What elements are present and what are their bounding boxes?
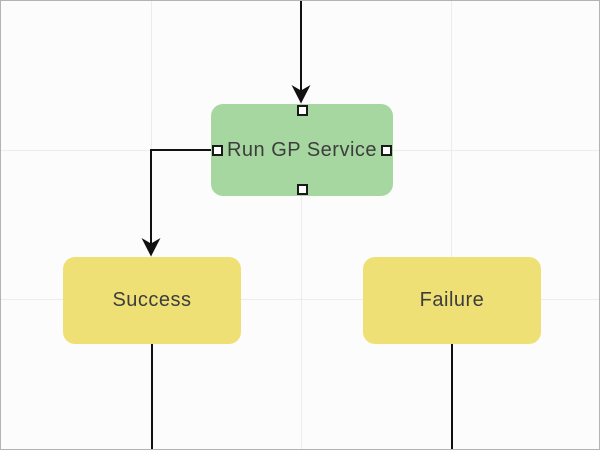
arrowhead-down-icon: [141, 238, 161, 257]
node-label: Success: [112, 289, 192, 311]
arrowhead-down-icon: [291, 85, 311, 104]
connection-port-top[interactable]: [296, 105, 308, 116]
node-success[interactable]: Success: [63, 257, 241, 344]
node-failure[interactable]: Failure: [363, 257, 541, 344]
connector-run-gp-service-to-success[interactable]: [141, 149, 212, 257]
node-label: Run GP Service: [226, 138, 378, 161]
node-label: Failure: [419, 289, 485, 311]
node-run-gp-service[interactable]: Run GP Service: [211, 104, 393, 196]
connector-into-run-gp-service[interactable]: [291, 1, 311, 104]
connection-port-left[interactable]: [212, 144, 223, 156]
connection-port-bottom[interactable]: [296, 184, 308, 195]
connection-port-right[interactable]: [381, 144, 392, 156]
